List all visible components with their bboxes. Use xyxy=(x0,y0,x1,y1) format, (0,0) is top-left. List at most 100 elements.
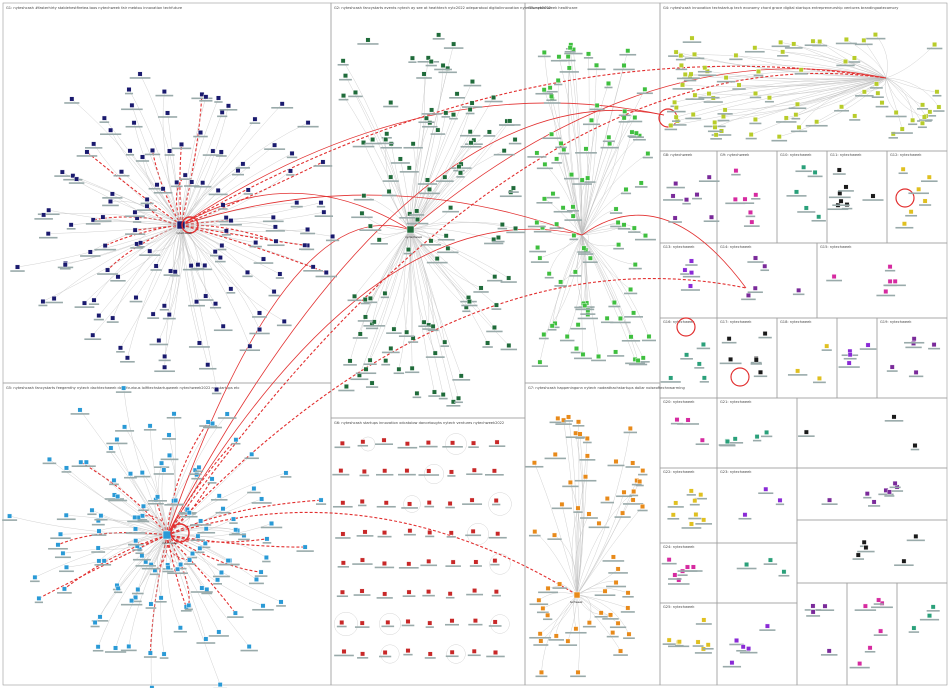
g2-node-91-label-mark xyxy=(419,192,440,195)
g1-node-35 xyxy=(194,299,199,305)
small-19-node-2-label-mark xyxy=(668,578,682,580)
small-0-node-5 xyxy=(670,193,676,199)
g5-node-64-label-mark xyxy=(207,482,217,484)
g6-node-27-label-mark xyxy=(403,533,416,536)
g4-node-54 xyxy=(706,91,712,97)
g2-node-100-label-mark xyxy=(452,379,471,381)
g1-edge-30 xyxy=(180,224,264,260)
small-2-node-4-label-mark xyxy=(811,219,826,222)
g6-node-44-label-mark xyxy=(422,594,435,597)
hub-node-g2[interactable]: nyctechweek xyxy=(405,225,423,239)
g5-node-49-label-mark xyxy=(91,534,107,536)
g1-node-4-label-mark xyxy=(197,268,212,271)
g1-node-61 xyxy=(272,224,278,230)
g7-node-54 xyxy=(586,620,592,626)
g7-node-12-label-mark xyxy=(572,424,585,427)
g6-node-37 xyxy=(450,559,456,565)
g1-node-78-label-mark xyxy=(74,306,95,308)
g1-node-106 xyxy=(281,318,287,324)
g3-edge-55 xyxy=(581,223,635,236)
g1-node-79-label-mark xyxy=(57,266,74,269)
g5-node-51-label-mark xyxy=(94,518,108,521)
g1-node-90 xyxy=(129,102,135,108)
g5-edge-89 xyxy=(66,515,168,536)
g6-node-58-label-mark xyxy=(379,655,392,658)
hub-node-g5-square xyxy=(162,530,172,540)
g7-node-41-label-mark xyxy=(602,618,619,620)
g5-node-53-label-mark xyxy=(104,498,125,500)
g5-node-81 xyxy=(113,645,118,651)
g3-node-41-label-mark xyxy=(574,357,592,360)
g1-node-122 xyxy=(279,101,285,107)
g1-node-13 xyxy=(132,227,138,233)
small-25-node-3-label-mark xyxy=(873,603,884,605)
g5-node-63 xyxy=(196,464,202,470)
g2-node-18 xyxy=(404,329,410,335)
g2-node-73-label-mark xyxy=(461,304,478,307)
g2-node-34-label-mark xyxy=(412,396,422,399)
small-3-node-4 xyxy=(870,193,876,199)
g3-node-15-label-mark xyxy=(617,227,631,230)
g5-edge-90 xyxy=(66,467,168,536)
g4-node-5-label-mark xyxy=(717,119,730,122)
g7-node-3 xyxy=(557,581,563,587)
g6-node-42 xyxy=(382,591,388,597)
g2-node-49-label-mark xyxy=(417,183,438,185)
g1-node-55 xyxy=(210,148,216,154)
g3-edge-76 xyxy=(581,234,619,247)
g3-edge-49 xyxy=(581,132,633,236)
g5-node-81-label-mark xyxy=(104,651,127,653)
small-25-node-1-label-mark xyxy=(854,609,877,611)
hub-node-g1[interactable]: nytechweek xyxy=(176,216,199,235)
g7-node-17-label-mark xyxy=(631,483,642,486)
small-25-node-3 xyxy=(876,597,882,603)
g1-edge-65 xyxy=(180,224,280,275)
g1-node-51-label-mark xyxy=(144,153,161,156)
g7-node-11-label-mark xyxy=(555,423,572,425)
small-15-node-1-label-mark xyxy=(910,448,920,451)
g5-node-78 xyxy=(161,651,167,657)
g5-node-120-label-mark xyxy=(280,476,292,478)
g1-node-11-label-mark xyxy=(130,247,144,249)
g4-node-57 xyxy=(752,117,758,122)
hub-node-g7[interactable]: techweek xyxy=(570,591,583,604)
g5-node-43-label-mark xyxy=(120,603,143,606)
g1-node-115-label-mark xyxy=(34,218,53,220)
g7-node-6-label-mark xyxy=(549,421,567,424)
small-8-node-2-label-mark xyxy=(660,381,681,383)
g3-node-45 xyxy=(632,115,638,120)
g1-edge-31 xyxy=(180,224,248,273)
g6-node-47 xyxy=(493,589,499,595)
g2-edge-103 xyxy=(365,229,411,370)
g1-node-108-label-mark xyxy=(211,392,222,395)
g1-node-105-label-mark xyxy=(315,275,337,278)
g3-node-60-label-mark xyxy=(566,209,579,212)
g3-node-31 xyxy=(606,134,612,140)
small-4-node-4 xyxy=(922,198,928,204)
g5-edge-74 xyxy=(166,534,236,614)
g2-edge-36 xyxy=(409,222,503,231)
g1-edge-43 xyxy=(104,224,182,247)
g4-node-48 xyxy=(872,32,878,38)
small-9-node-5 xyxy=(762,331,768,336)
small-0-node-6-label-mark xyxy=(668,221,682,223)
small-3-node-3-label-mark xyxy=(827,208,849,211)
small-16-node-6-label-mark xyxy=(694,497,707,500)
g2-node-43-label-mark xyxy=(416,77,432,79)
g4-node-29-label-mark xyxy=(684,57,705,60)
hub-node-g5[interactable]: nytechweek xyxy=(162,523,190,545)
g3-node-3 xyxy=(534,150,540,156)
g5-node-79-label-mark xyxy=(143,656,157,658)
g1-edge-76 xyxy=(112,224,182,319)
g3-node-66 xyxy=(594,103,600,108)
g7-edge-19 xyxy=(576,481,640,596)
g2-node-107 xyxy=(456,395,461,401)
g7-node-22-label-mark xyxy=(573,511,583,513)
g4-node-39 xyxy=(712,124,718,130)
g5-node-5 xyxy=(175,566,181,572)
g4-edge-13 xyxy=(885,77,913,121)
g6-node-15-label-mark xyxy=(484,474,504,476)
g5-node-32 xyxy=(225,558,231,564)
g5-edge-116 xyxy=(79,409,168,536)
g3-node-6 xyxy=(606,81,611,86)
